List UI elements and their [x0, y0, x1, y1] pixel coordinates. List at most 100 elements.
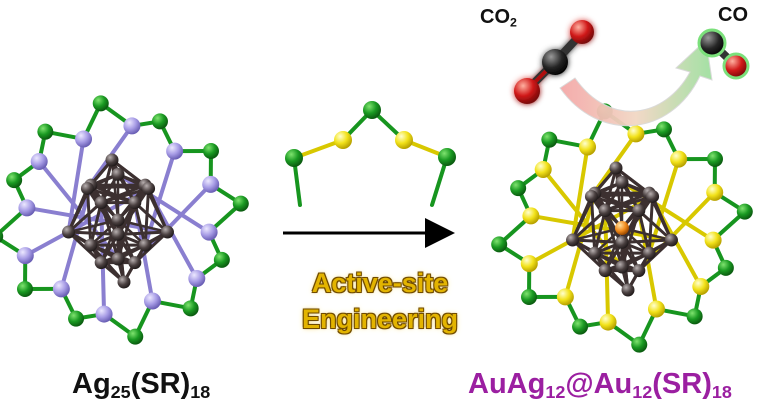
core-metal-bond [637, 209, 673, 242]
co2-molecule [514, 20, 594, 104]
core-metal-atom [80, 181, 94, 195]
core-metal-atom [111, 167, 125, 181]
core-metal-bond [147, 186, 169, 234]
oxygen-atom [722, 52, 750, 80]
sulfur-atom [30, 153, 48, 171]
carbon-atom [572, 318, 589, 335]
core-metal-atom [615, 175, 629, 189]
carbon-atom [68, 310, 85, 327]
core-metal-atom [160, 225, 174, 239]
metal-sulfur-bond [143, 149, 177, 248]
core-metal-bond [571, 238, 624, 244]
sulfur-atom [334, 131, 352, 149]
sulfur-atom [670, 150, 688, 168]
formula-subscript: 18 [190, 382, 211, 403]
core-metal-atom [632, 204, 646, 218]
left-cluster-structure [0, 95, 249, 345]
sulfur-atom [692, 277, 710, 295]
core-metal-bond [89, 201, 103, 247]
sulfur-atom [143, 292, 161, 310]
core-metal-bond [620, 194, 655, 244]
sulfur-atom [18, 199, 36, 217]
formula-subscript: 2 [510, 15, 517, 30]
core-metal-atom [588, 246, 602, 260]
carbon-atom [542, 49, 568, 75]
core-metal-bond [99, 158, 114, 205]
carbon-atom [127, 328, 144, 345]
carbon-atom [686, 308, 703, 325]
carbon-atom [17, 281, 34, 298]
carbon-atom [491, 236, 508, 253]
core-metal-atom [664, 233, 678, 247]
core-metal-atom [94, 196, 108, 210]
core-metal-bond [571, 194, 593, 242]
core-metal-bond [593, 191, 655, 198]
sulfur-atom [123, 117, 141, 135]
core-metal-bond [614, 166, 641, 213]
formula-subscript: 18 [711, 382, 732, 403]
core-metal-bond [116, 186, 151, 236]
sulfur-atom [627, 125, 645, 143]
core-metal-atom [609, 161, 623, 175]
carbon-atom [521, 289, 538, 306]
core-metal-bond [647, 194, 655, 255]
formula-text: (SR) [130, 368, 191, 400]
core-metal-atom [632, 264, 646, 278]
carbon-atom [6, 172, 23, 189]
core-metal-atom [94, 256, 108, 270]
core-metal-bond [133, 201, 169, 234]
core-metal-bond [571, 209, 607, 242]
right-cluster-formula: AuAg12@Au12(SR)18 [468, 368, 732, 401]
core-metal-atom [111, 252, 125, 266]
carbon-atom [736, 203, 753, 220]
core-metal-bond [99, 218, 120, 264]
core-metal-atom [615, 260, 629, 274]
core-metal-atom [84, 238, 98, 252]
core-metal-bond [99, 243, 147, 265]
metal-sulfur-bond [647, 157, 681, 256]
core-metal-bond [89, 183, 151, 190]
center-silver-atom [111, 213, 125, 227]
core-metal-atom [598, 264, 612, 278]
core-metal-atom [111, 227, 125, 241]
core-metal-bond [589, 194, 597, 255]
core-metal-bond [85, 186, 120, 236]
core-metal-bond [614, 166, 624, 230]
sulfur-atom [522, 207, 540, 225]
core-metal-bond [99, 186, 151, 205]
carbon-atom [631, 336, 648, 353]
formula-text: AuAg [468, 368, 546, 400]
core-metal-bond [651, 194, 673, 242]
core-metal-bond [620, 226, 673, 242]
sulfur-atom [52, 280, 70, 298]
formula-subscript: 12 [545, 382, 566, 403]
core-metal-atom [128, 196, 142, 210]
metal-sulfur-bond [570, 144, 590, 243]
sulfur-atom [706, 183, 724, 201]
formula-text: (SR) [652, 368, 712, 400]
core-metal-atom [646, 189, 660, 203]
carbon-atom [92, 95, 109, 112]
carbon-atom [438, 148, 456, 166]
sulfur-atom [647, 300, 665, 318]
core-metal-atom [142, 181, 156, 195]
sulfur-atom [95, 305, 113, 323]
core-metal-atom [62, 225, 76, 239]
core-metal-atom [128, 256, 142, 270]
carbon-atom [213, 251, 230, 268]
curved-conversion-arrow [559, 38, 713, 127]
carbon-atom [363, 101, 381, 119]
carbon-atom [510, 180, 527, 197]
carbon-atom [151, 113, 168, 130]
core-metal-bond [620, 226, 641, 272]
carbon-atom [0, 229, 4, 243]
core-metal-bond [116, 230, 169, 236]
core-metal-bond [143, 186, 151, 247]
core-metal-bond [85, 186, 93, 247]
right-cluster-structure [491, 103, 753, 353]
sulfur-atom [188, 269, 206, 287]
core-metal-atom [584, 189, 598, 203]
core-metal-bond [603, 226, 624, 272]
core-metal-bond [603, 194, 655, 213]
